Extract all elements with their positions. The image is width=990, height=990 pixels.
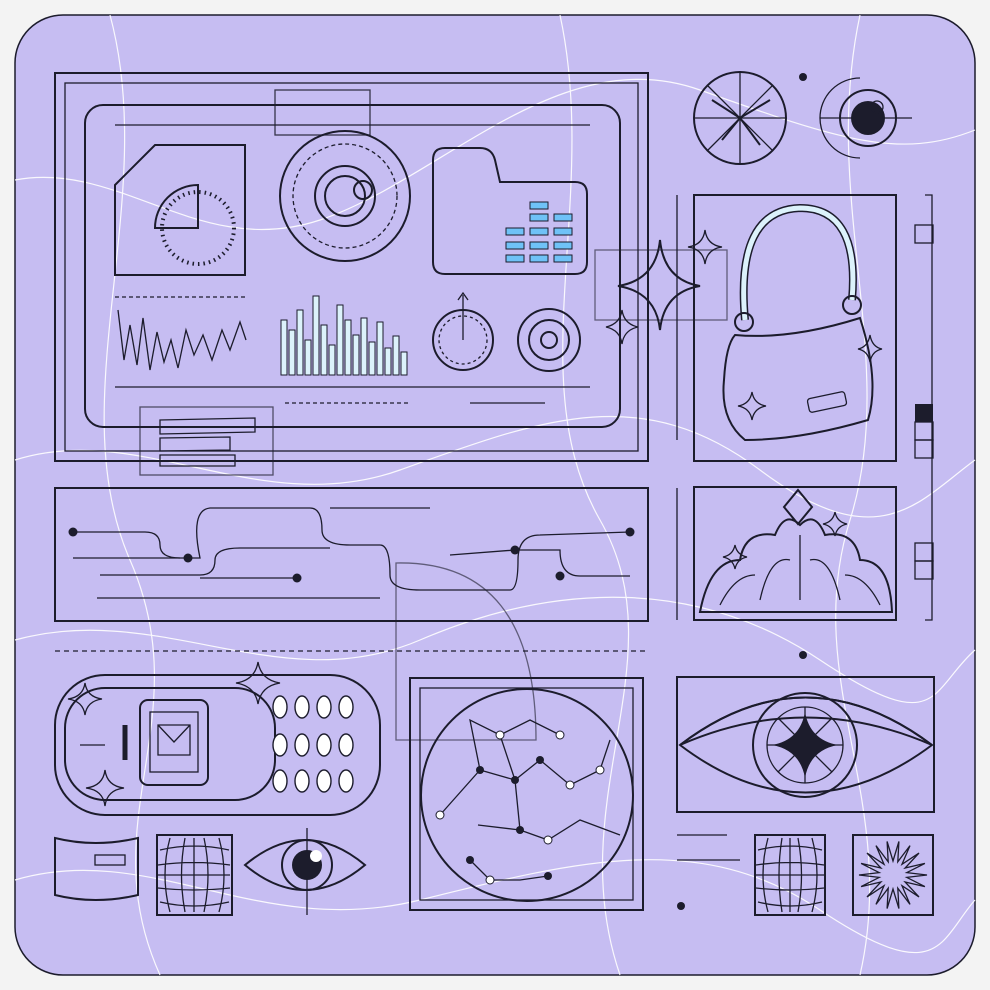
sparkle-icon [605,309,639,345]
starburst-icon [852,834,934,916]
grid-sphere-icon [754,834,826,916]
dot [799,73,807,81]
dial-icon [279,130,411,262]
grid-sphere-icon [156,834,233,916]
white-wave-lines [14,14,976,976]
big-eye-panel [676,676,935,813]
bar-chart-icon [280,295,408,376]
target-icon [517,308,581,372]
waveform-icon [117,309,247,371]
dashboard-screen [54,72,728,476]
purple-panel [14,14,976,976]
handbag-illustration [693,194,897,462]
sticky-note [139,406,274,476]
circuit-lines-panel [54,487,649,622]
star-map-panel [409,677,644,911]
sparkle-icon [617,239,701,331]
card-icon [54,836,139,901]
power-knob-icon [432,291,494,371]
eye-icon [819,77,912,159]
dot [677,902,685,910]
eye-icon [243,828,367,915]
dot [799,651,807,659]
tiara-illustration [693,486,897,621]
folder-icon [432,147,588,275]
sparkle-icon [687,229,723,265]
constellation-gem-icon [693,71,787,165]
flip-phone-illustration [54,661,381,816]
quarter-circle-glass [395,562,537,741]
side-scale [676,194,934,621]
pie-chart-icon [114,144,246,276]
